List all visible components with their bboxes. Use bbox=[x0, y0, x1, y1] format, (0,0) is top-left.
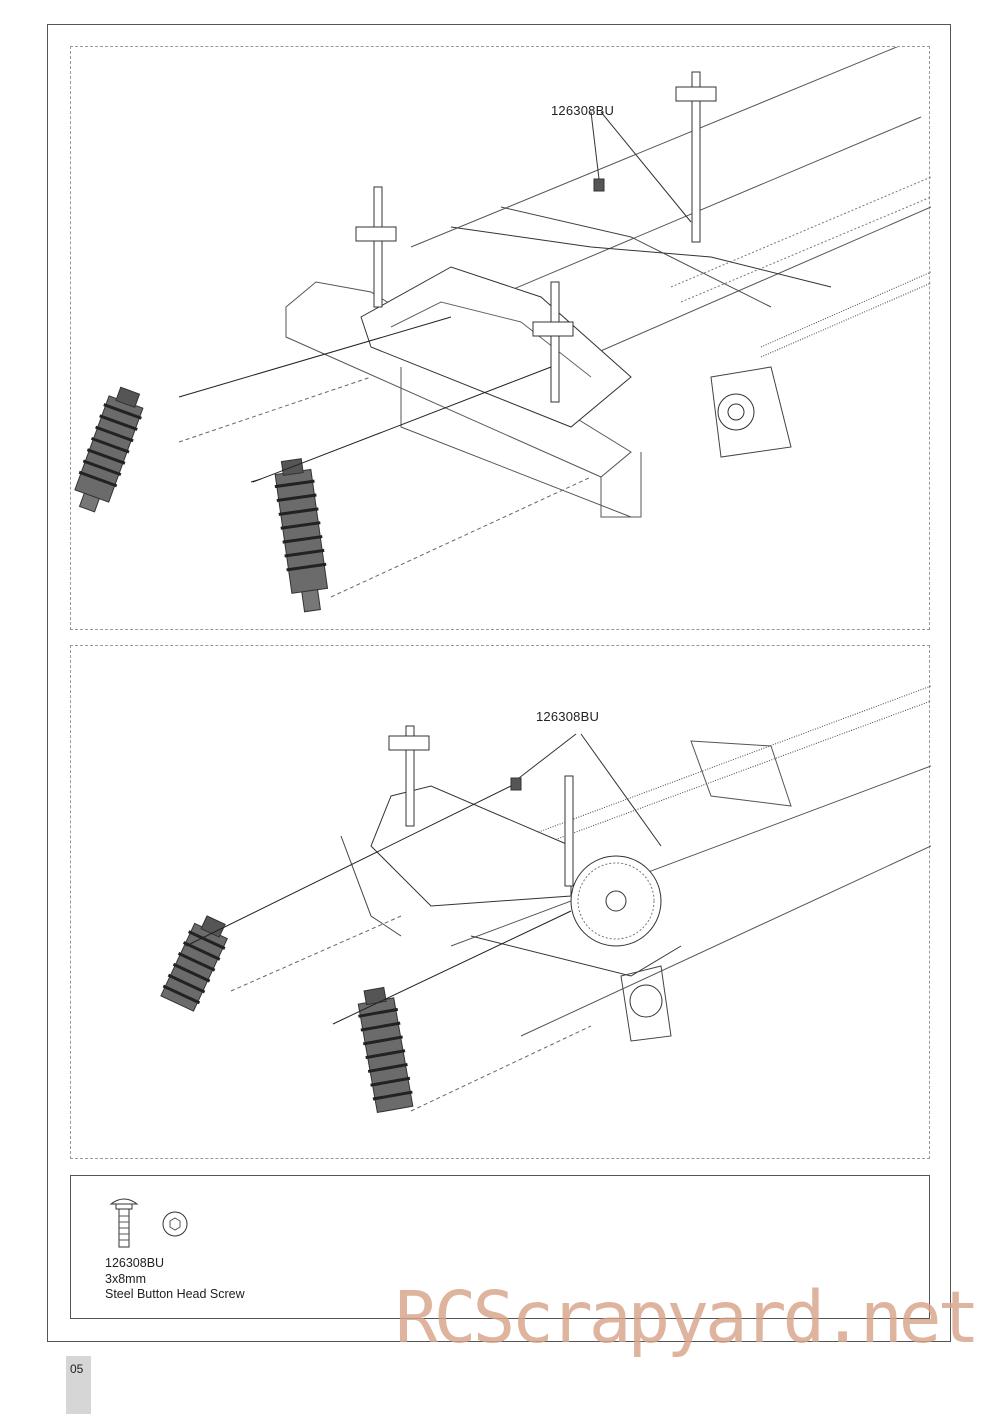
rear-suspension-drawing bbox=[160, 685, 931, 1114]
parts-legend: 126308BU 3x8mm Steel Button Head Screw bbox=[70, 1175, 930, 1319]
top-screw-callout: 126308BU bbox=[551, 103, 615, 118]
shock-absorber-left bbox=[160, 915, 228, 1012]
bottom-assembly-panel bbox=[70, 645, 931, 1159]
part-description: Steel Button Head Screw bbox=[105, 1287, 245, 1301]
part-details: 126308BU 3x8mm Steel Button Head Screw bbox=[105, 1256, 245, 1303]
shock-absorber-left bbox=[74, 386, 144, 513]
front-suspension-drawing bbox=[74, 47, 931, 613]
page-frame bbox=[47, 24, 951, 1342]
shock-absorber-right bbox=[357, 986, 414, 1114]
part-number: 126308BU bbox=[105, 1256, 165, 1270]
page-number: 05 bbox=[70, 1362, 84, 1376]
top-assembly-panel bbox=[70, 46, 931, 630]
shock-absorber-right bbox=[274, 458, 329, 613]
button-head-screw-icon bbox=[109, 1198, 188, 1248]
part-size: 3x8mm bbox=[105, 1271, 146, 1286]
page-number-tab bbox=[66, 1356, 91, 1414]
watermark: RCScrapyard.net bbox=[395, 1276, 980, 1359]
bottom-screw-callout: 126308BU bbox=[536, 709, 600, 724]
